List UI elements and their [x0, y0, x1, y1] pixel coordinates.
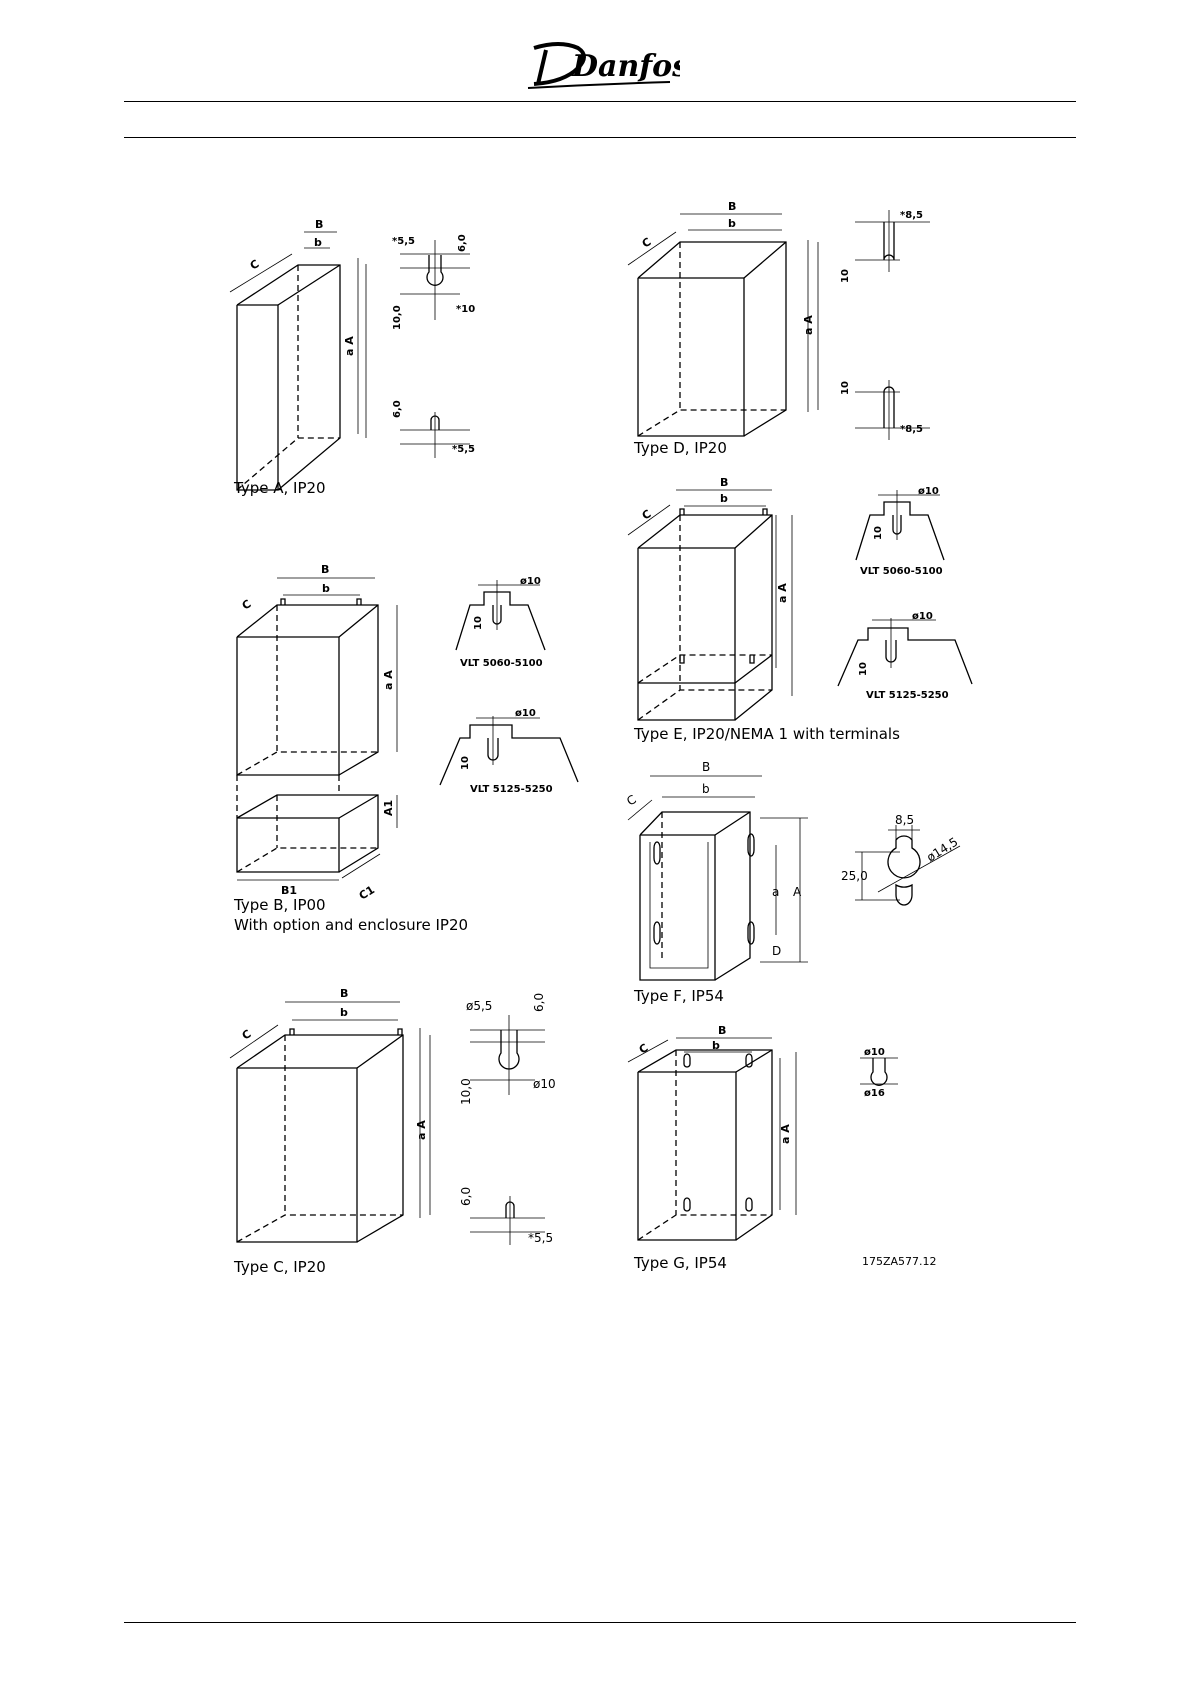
type-c-label-B: B [340, 987, 348, 1000]
type-g-label-C: C [637, 1041, 651, 1056]
type-e-drawing: B b C a A ø10 10 VLT 5060-5100 ø10 10 VL… [627, 476, 973, 743]
type-c-label-b: b [340, 1006, 348, 1019]
type-e-detail-top-range: VLT 5060-5100 [860, 566, 943, 577]
type-d-caption: Type D, IP20 [633, 439, 727, 457]
type-b-detail-bottom-dia: ø10 [515, 708, 536, 719]
type-b-label-A1: A1 [382, 800, 395, 816]
type-d-hole-bottom-h: 10 [840, 381, 851, 395]
header-rule-top [124, 101, 1076, 102]
type-c-drawing: B b C a A ø5,5 6,0 10,0 ø10 6,0 *5,5 Typ… [229, 987, 556, 1276]
type-e-label-aA: a A [776, 583, 789, 603]
type-b-detail-bottom-h: 10 [460, 756, 471, 770]
type-e-label-B: B [720, 476, 728, 489]
type-c-hole-bottom-d2: *5,5 [528, 1231, 553, 1245]
type-b-label-B1: B1 [281, 884, 297, 897]
type-a-drawing: B b C a A *5,5 6,0 10,0 *10 6,0 *5,5 Typ… [229, 218, 475, 497]
type-f-hole-dia: ø14,5 [924, 835, 960, 865]
type-a-hole-d3: 10,0 [392, 305, 403, 330]
type-g-caption: Type G, IP54 [633, 1254, 727, 1272]
type-e-caption: Type E, IP20/NEMA 1 with terminals [633, 725, 900, 743]
type-e-detail-bottom-range: VLT 5125-5250 [866, 690, 949, 701]
type-b-label-B: B [321, 563, 329, 576]
type-e-detail-bottom-dia: ø10 [912, 611, 933, 622]
logo-text: Danfoss [571, 49, 680, 84]
type-f-hole-h: 25,0 [841, 869, 868, 883]
type-f-label-B: B [702, 760, 710, 774]
type-b-caption-line2: With option and enclosure IP20 [234, 916, 468, 934]
type-b-drawing: B b C a A A1 B1 C1 ø10 10 VLT 5060-5100 … [233, 563, 579, 934]
type-b-label-b: b [322, 582, 330, 595]
type-a-label-b: b [314, 236, 322, 249]
type-f-label-D: D [772, 944, 781, 958]
type-a-hole-d2: 6,0 [457, 234, 468, 252]
type-e-detail-top-h: 10 [873, 526, 884, 540]
type-a-hole-d1: *5,5 [392, 236, 415, 247]
type-f-caption: Type F, IP54 [633, 987, 724, 1005]
type-b-caption-line1: Type B, IP00 [233, 896, 326, 914]
type-b-label-aA: a A [382, 670, 395, 690]
type-c-label-C: C [240, 1027, 254, 1042]
type-a-hole-bottom-d2: *5,5 [452, 444, 475, 455]
type-d-hole-bottom-d1: *8,5 [900, 424, 923, 435]
type-g-hole-d2: ø16 [864, 1088, 885, 1099]
type-a-label-B: B [315, 218, 323, 231]
type-a-caption: Type A, IP20 [233, 479, 326, 497]
type-g-drawing: B b C a A ø10 ø16 Type G, IP54 [627, 1024, 898, 1272]
type-c-hole-bottom-d1: 6,0 [459, 1187, 473, 1206]
type-f-label-a: a [772, 885, 779, 899]
type-a-label-aA: a A [343, 336, 356, 356]
type-e-detail-top-dia: ø10 [918, 486, 939, 497]
type-c-caption: Type C, IP20 [233, 1258, 326, 1276]
type-f-label-C: C [624, 792, 639, 808]
type-b-detail-top-range: VLT 5060-5100 [460, 658, 543, 669]
type-g-label-aA: a A [779, 1124, 792, 1144]
type-d-label-b: b [728, 217, 736, 230]
type-b-detail-top-dia: ø10 [520, 576, 541, 587]
drawing-code: 175ZA577.12 [862, 1255, 937, 1268]
type-e-detail-bottom-h: 10 [858, 662, 869, 676]
type-d-label-C: C [640, 235, 654, 250]
type-g-label-B: B [718, 1024, 726, 1037]
type-f-label-b: b [702, 782, 710, 796]
type-e-label-C: C [640, 507, 654, 522]
type-b-label-C1: C1 [357, 883, 377, 902]
type-c-hole-d1: ø5,5 [466, 999, 492, 1013]
danfoss-logo: Danfoss [527, 42, 680, 89]
type-g-hole-d1: ø10 [864, 1047, 885, 1058]
type-b-detail-top-h: 10 [473, 616, 484, 630]
type-a-hole-d4: *10 [456, 304, 475, 315]
footer-rule [124, 1622, 1076, 1623]
type-c-label-aA: a A [415, 1120, 428, 1140]
type-d-hole-top-h: 10 [840, 269, 851, 283]
header-rule-bottom [124, 137, 1076, 138]
type-g-label-b: b [712, 1039, 720, 1052]
type-b-label-C: C [240, 597, 254, 612]
type-d-hole-top-d1: *8,5 [900, 210, 923, 221]
type-c-hole-d2: 6,0 [532, 993, 546, 1012]
type-c-hole-d4: ø10 [533, 1077, 556, 1091]
type-a-label-C: C [248, 257, 262, 272]
type-f-drawing: B b C a A D 8,5 25,0 ø14,5 Type F, IP54 [624, 760, 960, 1005]
type-d-label-B: B [728, 200, 736, 213]
type-f-label-A: A [793, 885, 802, 899]
type-d-drawing: B b C a A *8,5 10 10 *8,5 Type D, IP20 [627, 200, 930, 457]
type-d-label-aA: a A [802, 315, 815, 335]
type-a-hole-bottom-d1: 6,0 [392, 400, 403, 418]
type-b-detail-bottom-range: VLT 5125-5250 [470, 784, 553, 795]
type-e-label-b: b [720, 492, 728, 505]
type-c-hole-d3: 10,0 [459, 1078, 473, 1105]
type-f-hole-w: 8,5 [895, 813, 914, 827]
